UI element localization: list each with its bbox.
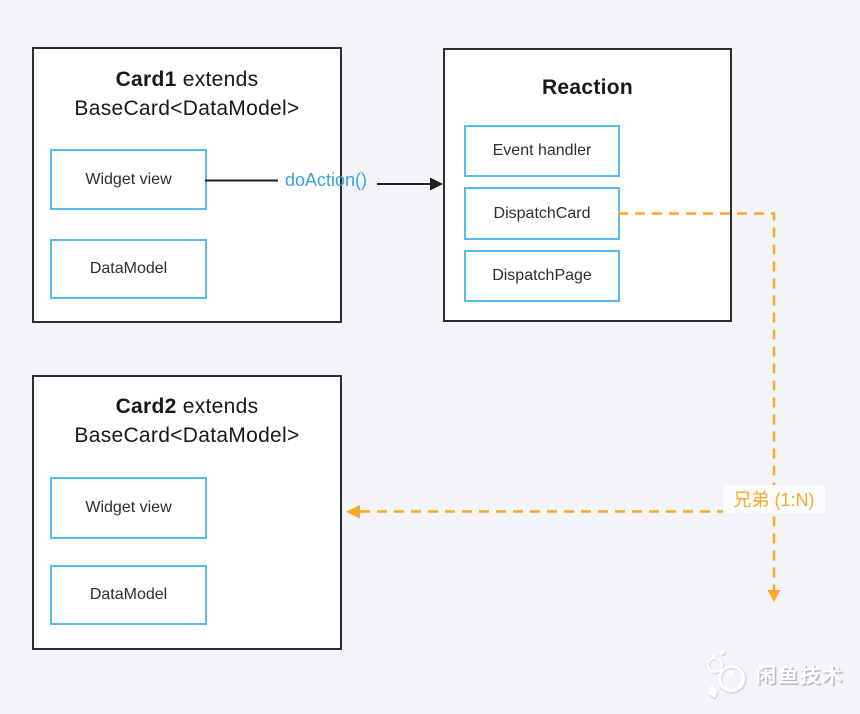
do-action-edge-label: doAction() [284, 170, 368, 190]
card2-widget-view-box: Widget view [50, 477, 207, 539]
card2-title-line1: Card2 extends [34, 392, 340, 421]
logo-small-circle-icon [707, 657, 723, 673]
logo-tail-icon [708, 685, 718, 699]
card2-title-line2: BaseCard<DataModel> [74, 424, 300, 447]
card1-title-suffix: extends [176, 68, 259, 91]
card1-widget-view-box: Widget view [50, 149, 207, 210]
card1-title-name: Card1 [115, 68, 177, 91]
card1-title-line1: Card1 extends [34, 65, 340, 94]
logo-big-circle-icon [718, 665, 745, 692]
sibling-edge-label: 兄弟 (1:N) [723, 485, 825, 513]
card1-box: Card1 extends BaseCard<DataModel> Widget… [32, 47, 342, 323]
reaction-box: Reaction Event handler DispatchCard Disp… [443, 48, 732, 322]
card1-title: Card1 extends BaseCard<DataModel> [34, 65, 340, 123]
logo-eye-dot-icon [729, 671, 733, 675]
sibling-down-arrowhead [767, 590, 781, 602]
card2-datamodel-box: DataModel [50, 565, 207, 625]
event-handler-box: Event handler [464, 125, 620, 177]
logo-bubble-dot-icon [712, 654, 716, 658]
watermark-text: 闲鱼技术 [756, 664, 844, 687]
card2-title-name: Card2 [115, 395, 177, 418]
sibling-left-arrowhead [346, 505, 360, 519]
reaction-title: Reaction [541, 76, 634, 99]
card2-box: Card2 extends BaseCard<DataModel> Widget… [32, 375, 342, 650]
card2-title-suffix: extends [176, 395, 259, 418]
do-action-arrowhead [430, 177, 443, 191]
card1-title-line2: BaseCard<DataModel> [74, 97, 300, 120]
card2-title: Card2 extends BaseCard<DataModel> [34, 392, 340, 450]
logo-bubble-dot-icon [720, 650, 725, 655]
card1-datamodel-box: DataModel [50, 239, 207, 299]
dispatch-card-box: DispatchCard [464, 187, 620, 240]
watermark: 闲鱼技术 [702, 648, 844, 699]
dispatch-page-box: DispatchPage [464, 250, 620, 302]
xianyu-fish-logo-icon [702, 648, 754, 699]
